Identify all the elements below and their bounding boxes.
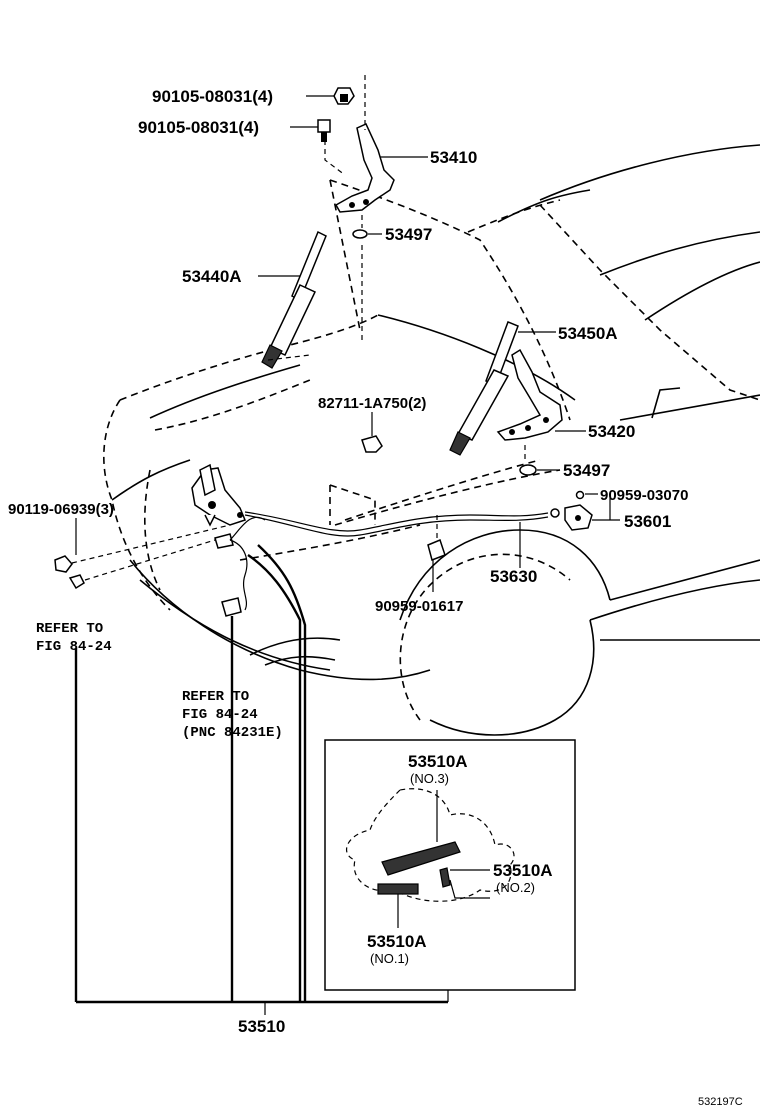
- label-53497-top: 53497: [385, 225, 432, 244]
- label-53497-low: 53497: [563, 461, 610, 480]
- label-inset-bottom-sub: (NO.1): [370, 951, 409, 966]
- label-90959-03070: 90959-03070: [600, 487, 688, 504]
- label-53510: 53510: [238, 1017, 285, 1036]
- label-82711: 82711-1A750(2): [318, 395, 426, 412]
- label-inset-bottom-part: 53510A: [367, 932, 427, 951]
- bolt-90119-icon: [54, 518, 231, 590]
- label-inset-right-part: 53510A: [493, 861, 553, 880]
- clip-90959-01617-icon: [427, 515, 446, 592]
- hood-support-53440A: [258, 230, 327, 369]
- label-90105-top: 90105-08031(4): [152, 87, 273, 106]
- part-labels: 90105-08031(4) 90105-08031(4) 53410 5349…: [8, 87, 743, 1108]
- label-90959-01617: 90959-01617: [375, 598, 463, 615]
- refer-mid-line1: REFER TO: [182, 689, 249, 705]
- inset-53510A-box: [324, 739, 576, 991]
- hood-lock-assembly: [191, 463, 247, 527]
- label-53440A: 53440A: [182, 267, 242, 286]
- label-53450A: 53450A: [558, 324, 618, 343]
- hood-support-53450A: [449, 321, 556, 456]
- hood-release-cable-53630: [244, 508, 560, 568]
- label-90105-mid: 90105-08031(4): [138, 118, 259, 137]
- clip-82711-icon: [361, 412, 383, 453]
- label-inset-top-sub: (NO.3): [410, 771, 449, 786]
- bolt-90105-top-icon: [306, 87, 355, 105]
- label-53601: 53601: [624, 512, 671, 531]
- figure-code: 532197C: [698, 1096, 743, 1108]
- label-53420: 53420: [588, 422, 635, 441]
- refer-left-line1: REFER TO: [36, 621, 103, 637]
- lock-switch-harness: [214, 516, 266, 617]
- bracket-53510: [74, 544, 449, 1015]
- label-90119: 90119-06939(3): [8, 501, 114, 518]
- hood-hinge-53420: [496, 348, 586, 462]
- washer-53497-top-icon: [352, 229, 382, 239]
- label-53410: 53410: [430, 148, 477, 167]
- refer-left-line2: FIG 84-24: [36, 639, 112, 655]
- label-53630: 53630: [490, 567, 537, 586]
- bolt-90105-mid-icon: [290, 119, 331, 142]
- release-handle-53601-icon: [564, 490, 620, 531]
- label-inset-right-sub: (NO.2): [496, 880, 535, 895]
- washer-53497-low-icon: [519, 464, 560, 476]
- refer-mid-line3: (PNC 84231E): [182, 725, 283, 741]
- refer-mid-line2: FIG 84-24: [182, 707, 258, 723]
- label-inset-top-part: 53510A: [408, 752, 468, 771]
